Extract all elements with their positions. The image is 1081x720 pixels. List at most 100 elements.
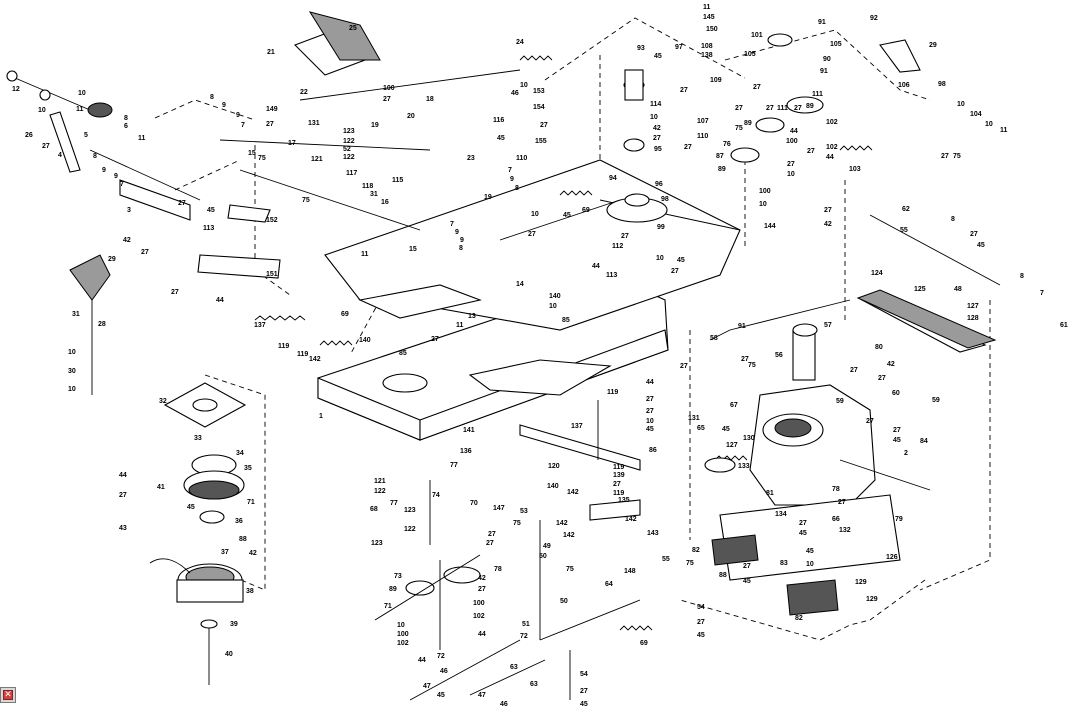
part-callout: 45 <box>437 692 445 699</box>
part-callout: 27 <box>735 105 743 112</box>
part-callout: 116 <box>493 117 504 124</box>
part-callout: 91 <box>818 19 826 26</box>
part-callout: 7 <box>120 181 124 188</box>
close-button[interactable]: ✕ <box>0 687 16 703</box>
part-callout: 44 <box>478 631 486 638</box>
part-callout: 45 <box>977 242 985 249</box>
part-callout: 29 <box>108 256 116 263</box>
part-callout: 113 <box>203 225 214 232</box>
part-callout: 143 <box>647 530 659 537</box>
part-callout: 2 <box>904 450 908 457</box>
part-callout: 123 <box>343 128 355 135</box>
part-callout: 9 <box>455 229 459 236</box>
part-callout: 122 <box>343 138 355 145</box>
part-callout: 144 <box>764 223 776 230</box>
part-callout: 91 <box>738 323 746 330</box>
part-callout: 100 <box>397 631 409 638</box>
part-callout: 149 <box>266 106 278 113</box>
part-callout: 95 <box>654 146 662 153</box>
part-callout: 68 <box>370 506 378 513</box>
part-callout: 27 <box>799 520 807 527</box>
part-callout: 80 <box>875 344 883 351</box>
part-callout: 19 <box>484 194 492 201</box>
part-callout: 100 <box>786 138 798 145</box>
part-callout: 17 <box>288 140 296 147</box>
part-callout: 119 <box>278 343 289 350</box>
part-callout: 8 <box>210 94 214 101</box>
part-callout: 142 <box>567 489 579 496</box>
part-callout: 38 <box>246 588 254 595</box>
part-callout: 119 <box>607 389 618 396</box>
part-callout: 11 <box>138 135 146 142</box>
part-callout: 42 <box>653 125 661 132</box>
part-callout: 54 <box>580 671 588 678</box>
part-callout: 102 <box>826 144 838 151</box>
part-callout: 99 <box>657 224 665 231</box>
part-callout: 127 <box>726 442 738 449</box>
part-callout: 153 <box>533 88 545 95</box>
part-callout: 83 <box>780 560 788 567</box>
part-callout: 7 <box>450 221 454 228</box>
part-callout: 44 <box>119 472 127 479</box>
part-callout: 31 <box>72 311 80 318</box>
part-callout: 45 <box>187 504 195 511</box>
part-callout: 12 <box>12 86 20 93</box>
part-callout: 115 <box>392 177 403 184</box>
part-callout: 98 <box>938 81 946 88</box>
part-callout: 27 <box>540 122 548 129</box>
part-callout: 102 <box>826 119 838 126</box>
part-callout: 96 <box>655 181 663 188</box>
part-callout: 133 <box>738 463 750 470</box>
part-callout: 45 <box>654 53 662 60</box>
part-callout: 33 <box>194 435 202 442</box>
part-callout: 78 <box>832 486 840 493</box>
part-callout: 119 <box>613 464 624 471</box>
part-callout: 48 <box>954 286 962 293</box>
part-callout: 89 <box>718 166 726 173</box>
part-callout: 105 <box>744 51 756 58</box>
part-callout: 138 <box>701 52 713 59</box>
part-callout: 9 <box>102 167 106 174</box>
part-callout: 110 <box>697 133 708 140</box>
part-callout: 110 <box>516 155 527 162</box>
part-callout: 45 <box>497 135 505 142</box>
part-callout: 27 <box>824 207 832 214</box>
part-callout: 14 <box>516 281 524 288</box>
part-callout: 47 <box>478 692 486 699</box>
part-callout: 86 <box>649 447 657 454</box>
part-callout: 46 <box>511 90 519 97</box>
part-callout: 45 <box>799 530 807 537</box>
part-callout: 54 <box>697 604 705 611</box>
part-callout: 32 <box>159 398 167 405</box>
part-callout: 21 <box>267 49 275 56</box>
part-callout: 42 <box>249 550 257 557</box>
part-callout: 90 <box>823 56 831 63</box>
part-callout: 104 <box>970 111 982 118</box>
part-callout: 3 <box>127 207 131 214</box>
part-callout: 77 <box>450 462 458 469</box>
part-callout: 49 <box>543 543 551 550</box>
part-callout: 27 <box>680 363 688 370</box>
part-callout: 103 <box>849 166 861 173</box>
part-callout: 43 <box>119 525 127 532</box>
callout-labels: 1210101186526274118997327451134227899714… <box>12 4 1068 708</box>
part-callout: 70 <box>470 500 478 507</box>
part-callout: 50 <box>560 598 568 605</box>
part-callout: 77 <box>390 500 398 507</box>
part-callout: 154 <box>533 104 545 111</box>
part-callout: 45 <box>893 437 901 444</box>
part-callout: 45 <box>677 257 685 264</box>
part-callout: 101 <box>751 32 763 39</box>
part-callout: 8 <box>93 153 97 160</box>
part-callout: 58 <box>710 335 718 342</box>
part-callout: 137 <box>254 322 266 329</box>
part-callout: 4 <box>58 152 62 159</box>
part-callout: 75 <box>686 560 694 567</box>
part-callout: 1 <box>319 413 323 420</box>
part-callout: 148 <box>624 568 636 575</box>
part-callout: 7 <box>508 167 512 174</box>
part-callout: 75 <box>735 125 743 132</box>
part-callout: 142 <box>556 520 568 527</box>
part-callout: 7 <box>1040 290 1044 297</box>
part-callout: 124 <box>871 270 883 277</box>
